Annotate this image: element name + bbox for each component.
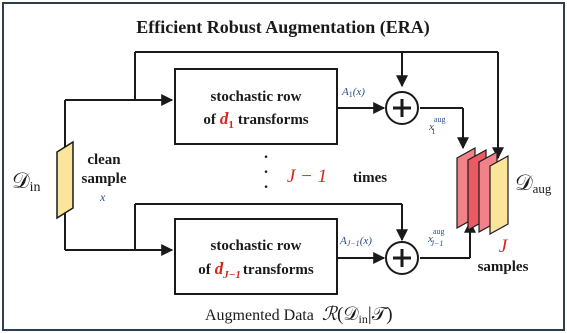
output-count-var: J: [499, 236, 509, 257]
augmented-samples-stack: [456, 146, 509, 236]
top-output-label: A1(x): [341, 86, 365, 99]
output-samples-label: samples: [478, 259, 529, 275]
repeat-count: J − 1: [287, 166, 327, 187]
bottom-block-of: of: [198, 262, 212, 278]
top-block-transforms: transforms: [238, 112, 309, 128]
bottom-block-d: d: [215, 259, 224, 278]
input-dataset-symbol: 𝒟: [12, 168, 30, 193]
input-var-label: x: [99, 190, 106, 204]
top-transform-block: [174, 68, 338, 145]
top-block-d: d: [220, 109, 229, 128]
clean-sample-shape: [56, 140, 74, 220]
footer-text: Augmented Data: [205, 307, 314, 324]
footer-D-sub: in: [359, 312, 368, 326]
input-dataset-label: 𝒟in: [12, 168, 40, 195]
bottom-sum-node: [385, 241, 419, 275]
input-dataset-subscript: in: [30, 180, 41, 195]
bottom-block-d-sub: J−1: [222, 269, 241, 281]
top-block-d-sub: 1: [228, 119, 234, 131]
repeat-dot-1: ·: [263, 149, 268, 166]
bottom-transform-block: [174, 218, 338, 295]
output-dataset-label: 𝒟aug: [515, 170, 552, 196]
bottom-output-label: AJ−1(x): [339, 235, 372, 248]
diagram-title: Efficient Robust Augmentation (ERA): [136, 17, 430, 38]
output-dataset-symbol: 𝒟: [515, 170, 533, 195]
output-dataset-subscript: aug: [533, 181, 552, 196]
bottom-block-transforms: transforms: [243, 262, 314, 278]
footer-D: 𝒟: [343, 304, 359, 325]
footer-R: ℛ: [322, 304, 339, 325]
repeat-times: times: [353, 170, 387, 186]
top-block-of: of: [203, 112, 217, 128]
bottom-block-line1: stochastic row: [211, 238, 302, 254]
footer-T: 𝒯: [372, 304, 389, 325]
repeat-dot-2: ·: [263, 164, 268, 181]
top-sum-node: [385, 91, 419, 125]
sample-label: sample: [82, 171, 127, 187]
top-block-line1: stochastic row: [211, 89, 302, 105]
connectors: [64, 51, 504, 264]
repeat-dot-3: ·: [263, 179, 268, 196]
clean-label: clean: [87, 152, 121, 168]
stack-sheet-sample: [489, 154, 509, 236]
